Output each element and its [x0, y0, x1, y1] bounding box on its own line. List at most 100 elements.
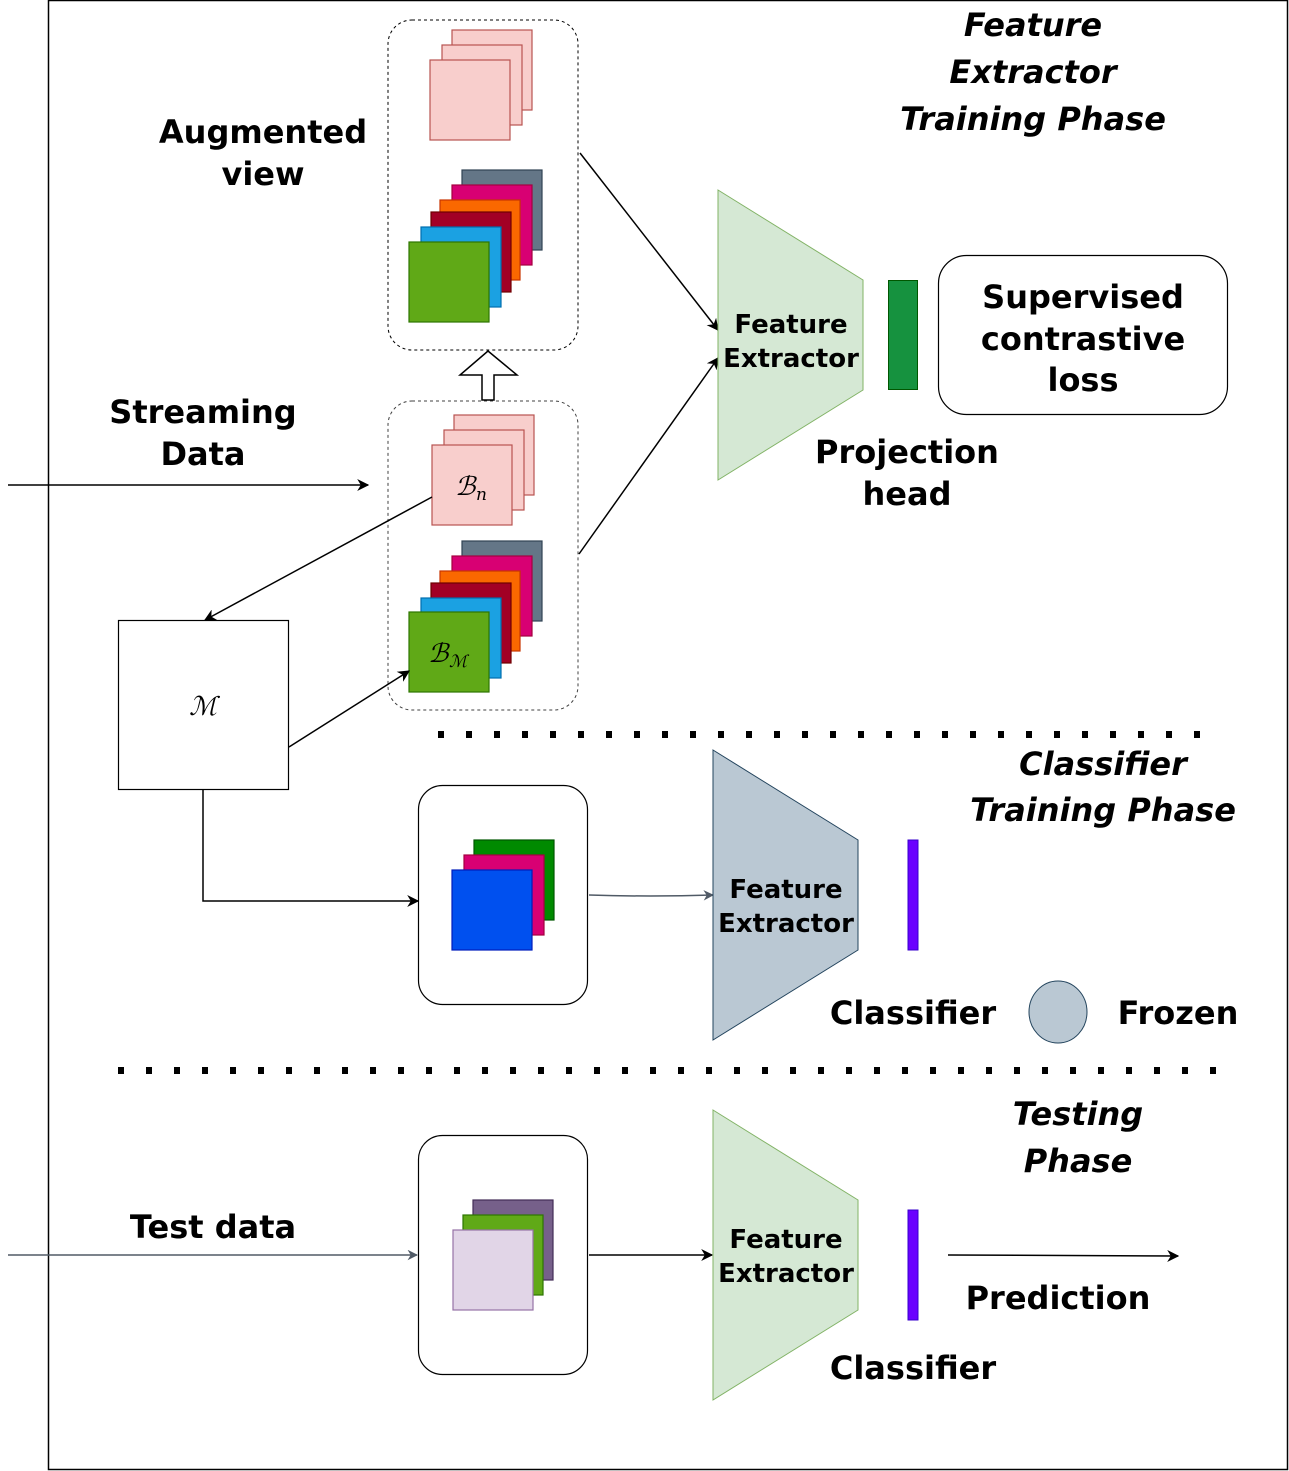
separator-dot: [874, 1067, 880, 1074]
separator-dot: [482, 1067, 488, 1074]
separator-dot: [578, 731, 584, 738]
separator-dot: [398, 1067, 404, 1074]
label-line: Streaming: [109, 393, 296, 431]
separator-dot: [370, 1067, 376, 1074]
label-line: Augmented: [159, 113, 367, 151]
label-line: view: [221, 155, 304, 193]
prediction-arrow: [947, 1249, 1180, 1262]
separator-dot: [718, 731, 724, 738]
separator-dot: [706, 1067, 712, 1074]
feature-extractor-frozen: [712, 749, 859, 1041]
feature-extractor-trainable: [717, 189, 864, 481]
new-batch-stack: ℬ n: [431, 414, 535, 526]
batch-new-subscript: n: [476, 485, 487, 505]
separator-dot: [510, 1067, 516, 1074]
separator-dot: [438, 731, 444, 738]
test-data-label: Test data: [130, 1208, 296, 1246]
separator-dot: [1166, 731, 1172, 738]
separator-dot: [958, 1067, 964, 1074]
classifier-head-testing: [907, 1209, 919, 1321]
projection-head: [888, 280, 918, 390]
separator-dot: [174, 1067, 180, 1074]
classifier-label: Classifier: [830, 1349, 997, 1387]
augmented-view-label: Augmented view: [159, 113, 367, 193]
separator-dot: [746, 731, 752, 738]
separator-dot: [258, 1067, 264, 1074]
memory-symbol: ℳ: [189, 692, 220, 722]
separator-dot: [342, 1067, 348, 1074]
separator-dot: [1014, 1067, 1020, 1074]
separator-dot: [1026, 731, 1032, 738]
separator-dot: [1126, 1067, 1132, 1074]
separator-dot: [538, 1067, 544, 1074]
separator-dot: [858, 731, 864, 738]
image-tile: [408, 611, 490, 693]
feature-extractor-label: Feature: [734, 310, 847, 340]
separator-dot: [1138, 731, 1144, 738]
separator-dot: [986, 1067, 992, 1074]
frozen-legend-icon: [1028, 980, 1088, 1044]
phase-title-line: Classifier: [1019, 745, 1189, 783]
memory-to-classifier-samples-arrow: [202, 790, 420, 907]
feature-extractor-label: Extractor: [723, 344, 859, 374]
memory-buffer-box: [117, 619, 290, 791]
image-tile: [451, 869, 533, 951]
augmentation-up-arrow: [457, 350, 520, 401]
separator-dot: [846, 1067, 852, 1074]
phase-title-testing: Testing Phase: [1013, 1095, 1143, 1180]
separator-dot: [634, 731, 640, 738]
separator-dot: [1098, 1067, 1104, 1074]
separator-dot: [522, 731, 528, 738]
separator-dot: [930, 1067, 936, 1074]
separator-dot: [118, 1067, 124, 1074]
separator-dot: [1054, 731, 1060, 738]
prediction-label: Prediction: [966, 1279, 1151, 1317]
loss-label: loss: [1047, 361, 1118, 399]
frozen-legend-label: Frozen: [1118, 994, 1239, 1032]
phase-separator: [118, 1067, 1216, 1074]
feature-extractor-label: Extractor: [718, 1259, 854, 1289]
separator-dot: [1082, 731, 1088, 738]
separator-dot: [802, 731, 808, 738]
feature-extractor-label: Feature: [729, 1225, 842, 1255]
separator-dot: [566, 1067, 572, 1074]
image-tile: [408, 241, 490, 323]
separator-dot: [998, 731, 1004, 738]
separator-dot: [1154, 1067, 1160, 1074]
separator-dot: [426, 1067, 432, 1074]
new-batch-to-memory-arrow: [203, 496, 433, 621]
separator-dot: [314, 1067, 320, 1074]
separator-dot: [790, 1067, 796, 1074]
loss-label: contrastive: [981, 320, 1185, 358]
separator-dot: [230, 1067, 236, 1074]
batch-new-symbol: ℬ: [455, 472, 477, 502]
separator-dot: [942, 731, 948, 738]
separator-dot: [774, 731, 780, 738]
phase-title-line: Phase: [1024, 1142, 1133, 1180]
separator-dot: [1070, 1067, 1076, 1074]
phase-title-line: Extractor: [949, 53, 1118, 91]
phase-title-classifier-training: Classifier Training Phase: [970, 745, 1236, 829]
outer-frame: [47, 0, 1289, 1471]
batch-memory-symbol: ℬ: [428, 639, 450, 669]
separator-dot: [1110, 731, 1116, 738]
separator-dot: [690, 731, 696, 738]
feature-extractor-label: Feature: [729, 875, 842, 905]
phase-title-line: Training Phase: [900, 100, 1166, 138]
separator-dot: [1042, 1067, 1048, 1074]
image-tile: [429, 59, 511, 141]
separator-dot: [466, 731, 472, 738]
separator-dot: [494, 731, 500, 738]
batch-container: [387, 400, 579, 711]
feature-extractor-testing: [712, 1109, 859, 1401]
phase-title-line: Testing: [1013, 1095, 1143, 1133]
separator-dot: [454, 1067, 460, 1074]
phase-separator: [438, 731, 1200, 738]
projection-head-label: head: [863, 475, 952, 513]
separator-dot: [606, 731, 612, 738]
separator-dot: [146, 1067, 152, 1074]
separator-dot: [914, 731, 920, 738]
separator-dot: [662, 731, 668, 738]
image-tile: [452, 1229, 534, 1311]
